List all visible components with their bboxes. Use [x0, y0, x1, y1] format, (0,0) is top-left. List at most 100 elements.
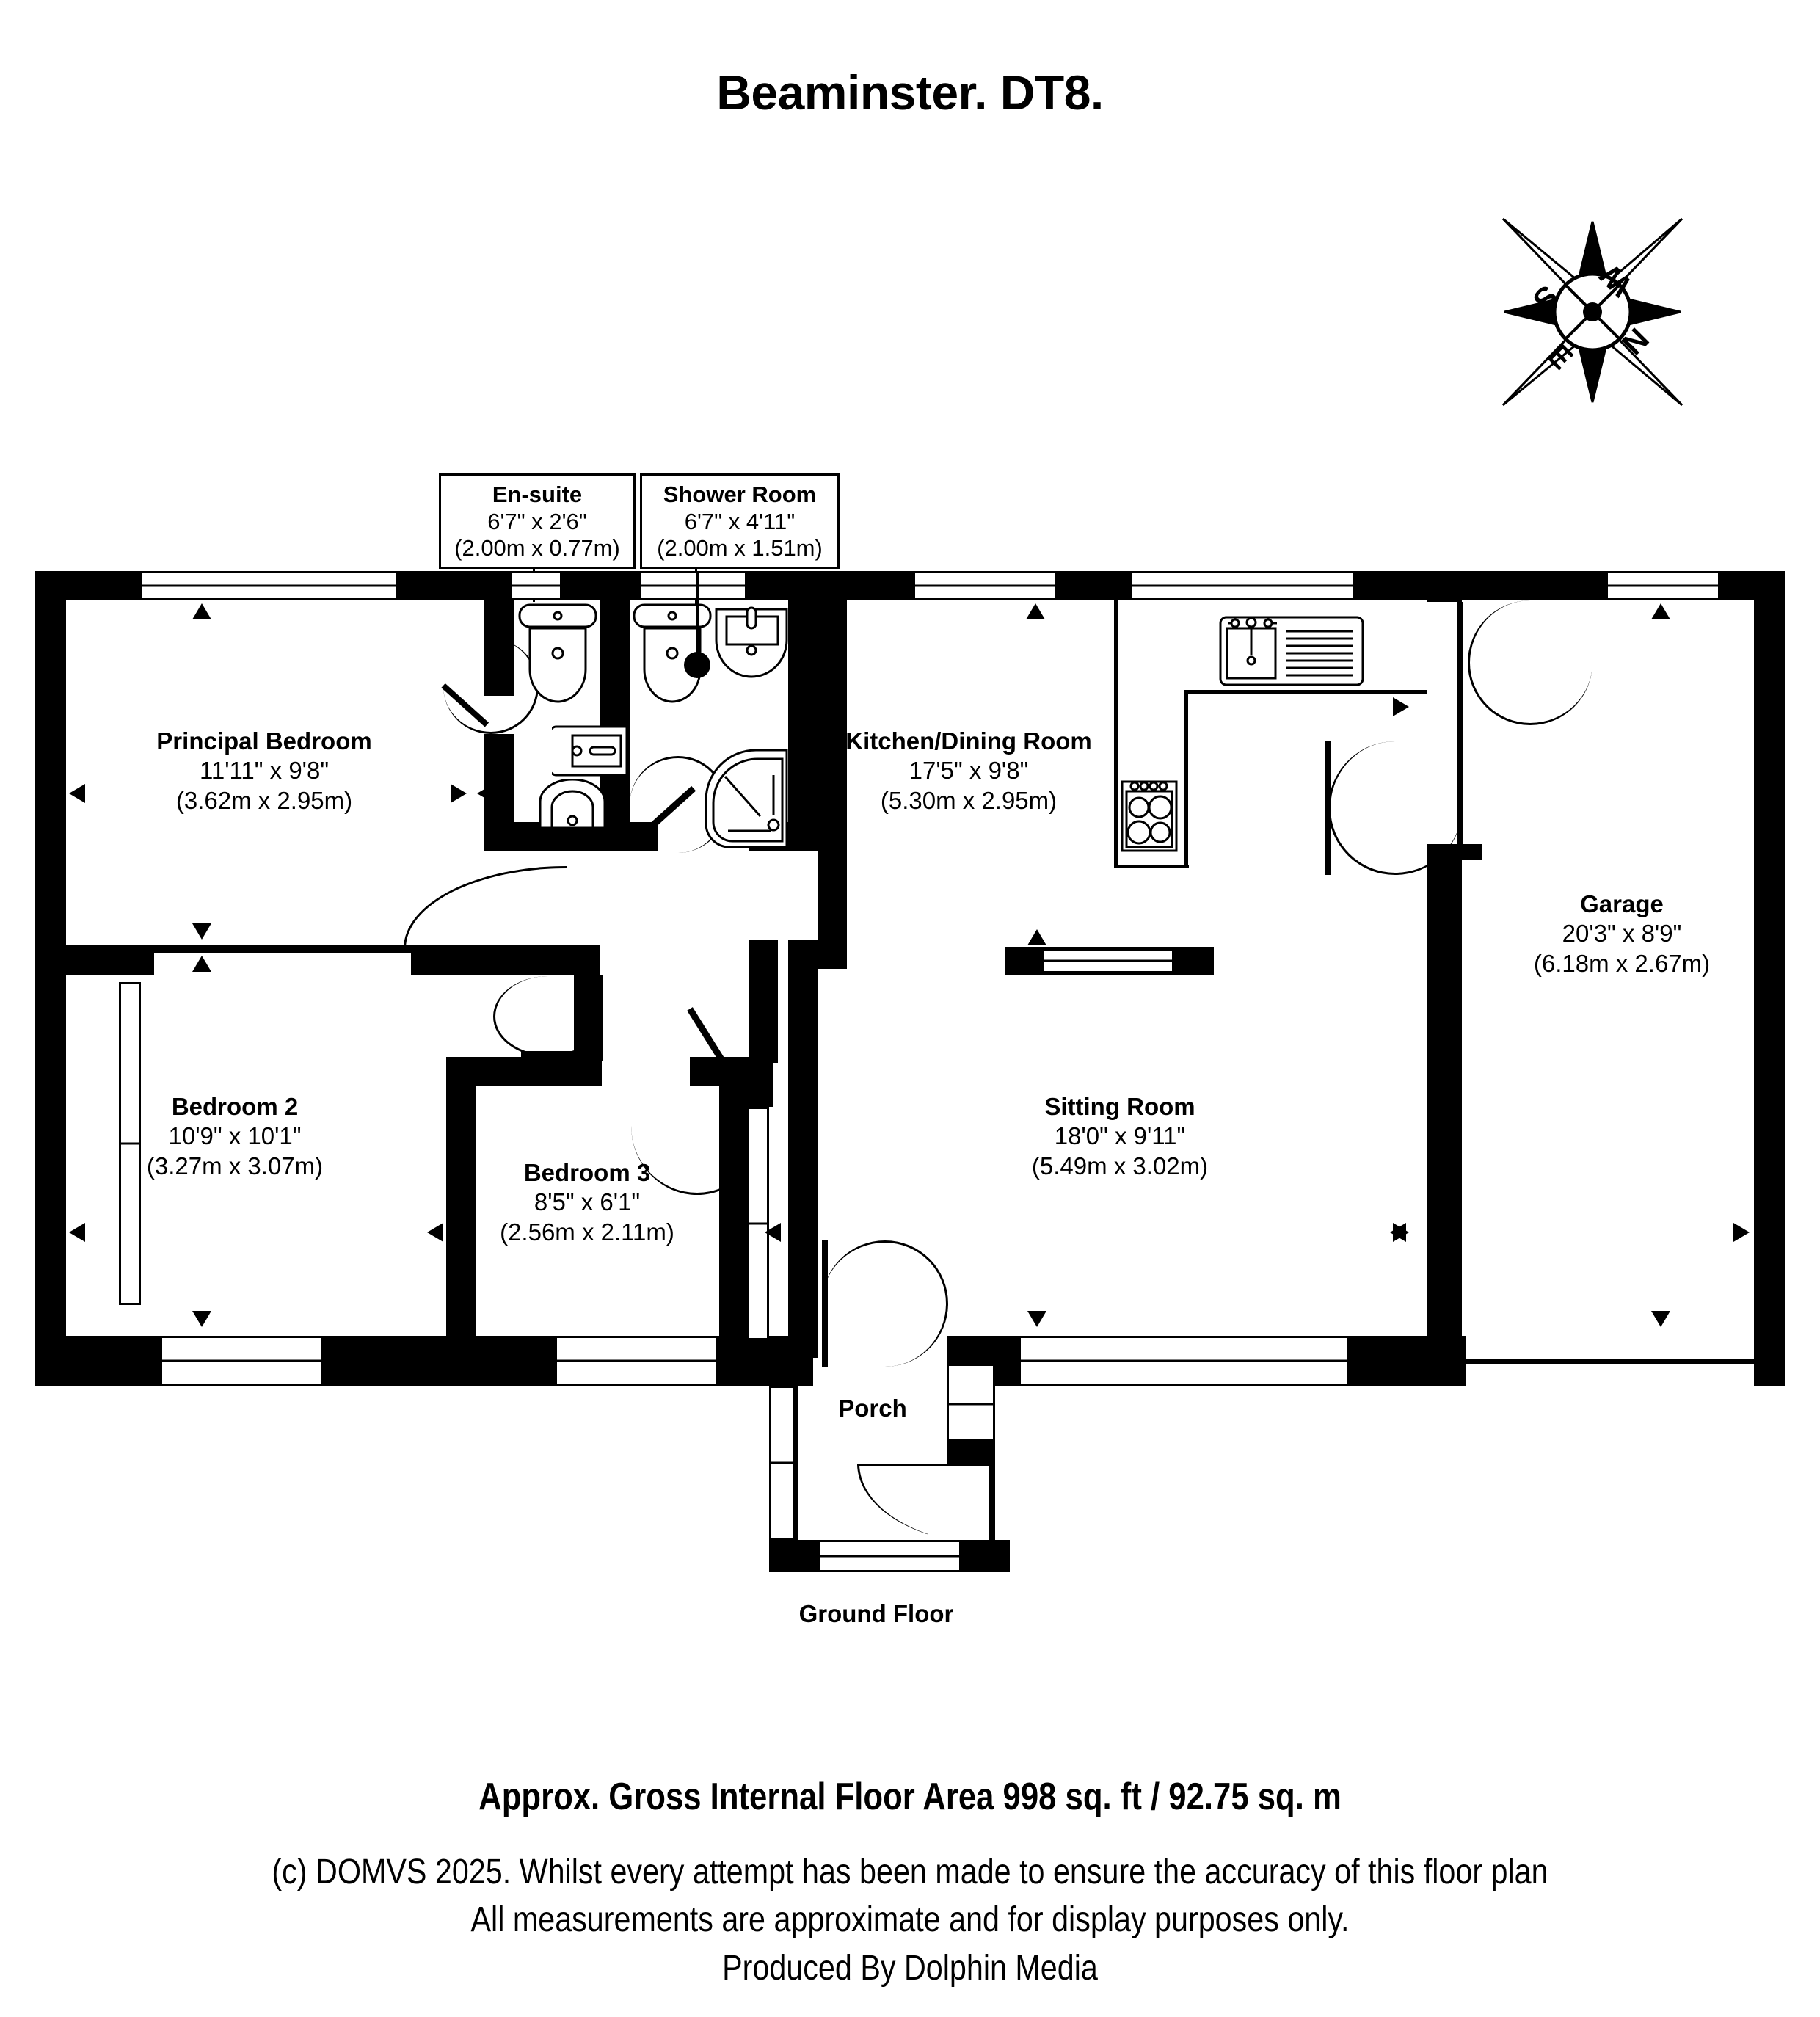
room-metres-bedroom-3: (2.56m x 2.11m): [500, 1218, 674, 1246]
room-label-garage: Garage 20'3" x 8'9" (6.18m x 2.67m): [1482, 890, 1761, 978]
room-name-bedroom-2: Bedroom 2: [171, 1093, 299, 1120]
door-arc-garage-internal: [1328, 741, 1462, 875]
window-bedroom3-south: [555, 1336, 718, 1386]
wall-north-b: [562, 571, 638, 600]
callout-shower-room: Shower Room 6'7" x 4'11" (2.00m x 1.51m): [640, 473, 840, 569]
wall-sitting-west: [788, 940, 818, 1358]
door-leaf-garage-internal: [1325, 741, 1331, 875]
room-name-garage: Garage: [1580, 890, 1664, 917]
dim-arrow-principal-east: [451, 784, 467, 803]
door-leaf-front: [822, 1240, 828, 1367]
fixture-ensuite-pipe-dot: [487, 640, 514, 666]
dim-arrow-principal-west: [69, 784, 85, 803]
wall-principal-south-b: [411, 945, 600, 975]
room-feet-garage: 20'3" x 8'9": [1562, 920, 1682, 948]
room-label-porch: Porch: [838, 1395, 907, 1422]
callout-shower-name: Shower Room: [663, 481, 817, 507]
disclaimer-block: (c) DOMVS 2025. Whilst every attempt has…: [0, 1848, 1820, 1992]
dim-arrow-kitchen-north: [1026, 603, 1045, 619]
wall-garage-west-upper: [1427, 571, 1462, 602]
kitchen-worktop-bottom: [1114, 865, 1189, 868]
door-arc-bedroom3: [493, 976, 603, 1057]
wall-porch-south-left: [769, 1540, 818, 1572]
wall-porch-south-right: [961, 1540, 1010, 1572]
dim-arrow-ensuite-west: [477, 784, 493, 803]
dim-arrow-bedroom3-east-left: [455, 1223, 471, 1242]
fixture-shower-room-pipe-dot: [684, 652, 710, 678]
room-label-bedroom-2: Bedroom 2 10'9" x 10'1" (3.27m x 3.07m): [110, 1092, 360, 1181]
dim-arrow-principal-south: [192, 923, 211, 940]
dim-arrow-garage-north: [1651, 603, 1670, 619]
wall-shower-east: [788, 600, 818, 851]
disclaimer-line-1: (c) DOMVS 2025. Whilst every attempt has…: [272, 1853, 1548, 1891]
wall-kitchen-west: [818, 600, 847, 969]
kitchen-worktop-horizontal: [1184, 690, 1427, 694]
room-label-bedroom-3: Bedroom 3 8'5" x 6'1" (2.56m x 2.11m): [470, 1158, 705, 1247]
window-kitchen-north-left: [913, 571, 1057, 600]
page-title: Beaminster. DT8.: [716, 65, 1104, 120]
room-metres-sitting-room: (5.49m x 3.02m): [1031, 1152, 1209, 1180]
wall-north-a: [398, 571, 509, 600]
room-metres-bedroom-2: (3.27m x 3.07m): [146, 1152, 324, 1180]
room-feet-sitting-room: 18'0" x 9'11": [1054, 1122, 1186, 1150]
dim-arrow-bedroom3-east: [765, 1223, 781, 1242]
room-feet-bedroom-3: 8'5" x 6'1": [534, 1188, 641, 1216]
door-arc-principal-bedroom: [404, 866, 567, 948]
callout-ensuite-name: En-suite: [492, 481, 583, 507]
callout-ensuite-metres: (2.00m x 0.77m): [454, 535, 620, 562]
kitchen-worktop-inner-vertical: [1184, 690, 1188, 868]
window-principal-bedroom-north: [139, 571, 398, 600]
window-bedroom2-south: [160, 1336, 323, 1386]
dim-arrow-bedroom3-west: [427, 1223, 443, 1242]
dim-arrow-kitchen-east: [1393, 697, 1409, 716]
wall-west-mid: [35, 960, 66, 982]
wall-principal-south-a: [66, 945, 154, 975]
window-porch-west: [769, 1386, 796, 1540]
dim-arrow-shower-west: [791, 690, 807, 709]
room-feet-bedroom-2: 10'9" x 10'1": [168, 1122, 302, 1150]
wall-north-c: [747, 571, 913, 600]
window-garage-north: [1606, 571, 1720, 600]
room-name-principal-bedroom: Principal Bedroom: [156, 727, 372, 755]
room-label-kitchen-dining-room: Kitchen/Dining Room 17'5" x 9'8" (5.30m …: [815, 727, 1123, 815]
dim-arrow-bedroom2-west: [69, 1223, 85, 1242]
dim-arrow-bedroom3-north: [492, 1066, 511, 1082]
wall-west-upper: [35, 571, 66, 960]
room-metres-principal-bedroom: (3.62m x 2.95m): [175, 786, 353, 814]
wall-west-lower-b: [35, 982, 66, 1305]
callout-ensuite-feet: 6'7" x 2'6": [487, 508, 587, 534]
wall-north-e: [1355, 571, 1581, 600]
disclaimer-line-3: Produced By Dolphin Media: [722, 1948, 1098, 1988]
window-ensuite-north: [509, 571, 562, 600]
wall-south-a: [35, 1336, 160, 1386]
gross-internal-area: Approx. Gross Internal Floor Area 998 sq…: [478, 1776, 1342, 1818]
dim-arrow-bedroom3-east2: [794, 1223, 810, 1242]
door-arc-porch-entry: [857, 1464, 994, 1544]
room-label-principal-bedroom: Principal Bedroom 11'11" x 9'8" (3.62m x…: [73, 727, 455, 815]
dim-arrow-bedroom2-north: [192, 956, 211, 972]
room-metres-kitchen-dining-room: (5.30m x 2.95m): [880, 786, 1058, 814]
wall-bedroom2-east: [574, 975, 603, 1061]
window-porch-east: [947, 1364, 995, 1444]
dim-arrow-garage-south: [1651, 1311, 1670, 1327]
dim-arrow-sitting-east: [1393, 1223, 1409, 1242]
room-name-kitchen-dining-room: Kitchen/Dining Room: [845, 727, 1092, 755]
wall-hall-east: [749, 940, 778, 1063]
wall-north-d: [1057, 571, 1130, 600]
window-porch-south: [818, 1540, 961, 1572]
door-arc-kitchen-entry: [1468, 600, 1592, 725]
window-kitchen-north-right: [1130, 571, 1355, 600]
dim-arrow-bedroom2-south: [192, 1311, 211, 1327]
door-arc-front: [822, 1240, 948, 1367]
room-metres-garage: (6.18m x 2.67m): [1533, 949, 1711, 977]
compass-rose: S W E N: [1497, 213, 1688, 411]
window-sitting-room-south: [1019, 1336, 1349, 1386]
opening-kitchen-sitting: [1042, 948, 1174, 973]
dim-arrow-sitting-north: [1027, 929, 1046, 945]
wall-principal-south-thin2: [250, 945, 411, 953]
wall-garage-west: [1427, 844, 1462, 1386]
floor-level-label: Ground Floor: [798, 1600, 954, 1627]
fixture-ensuite-pipe: [499, 571, 502, 642]
dim-arrow-garage-east: [1733, 1223, 1750, 1242]
